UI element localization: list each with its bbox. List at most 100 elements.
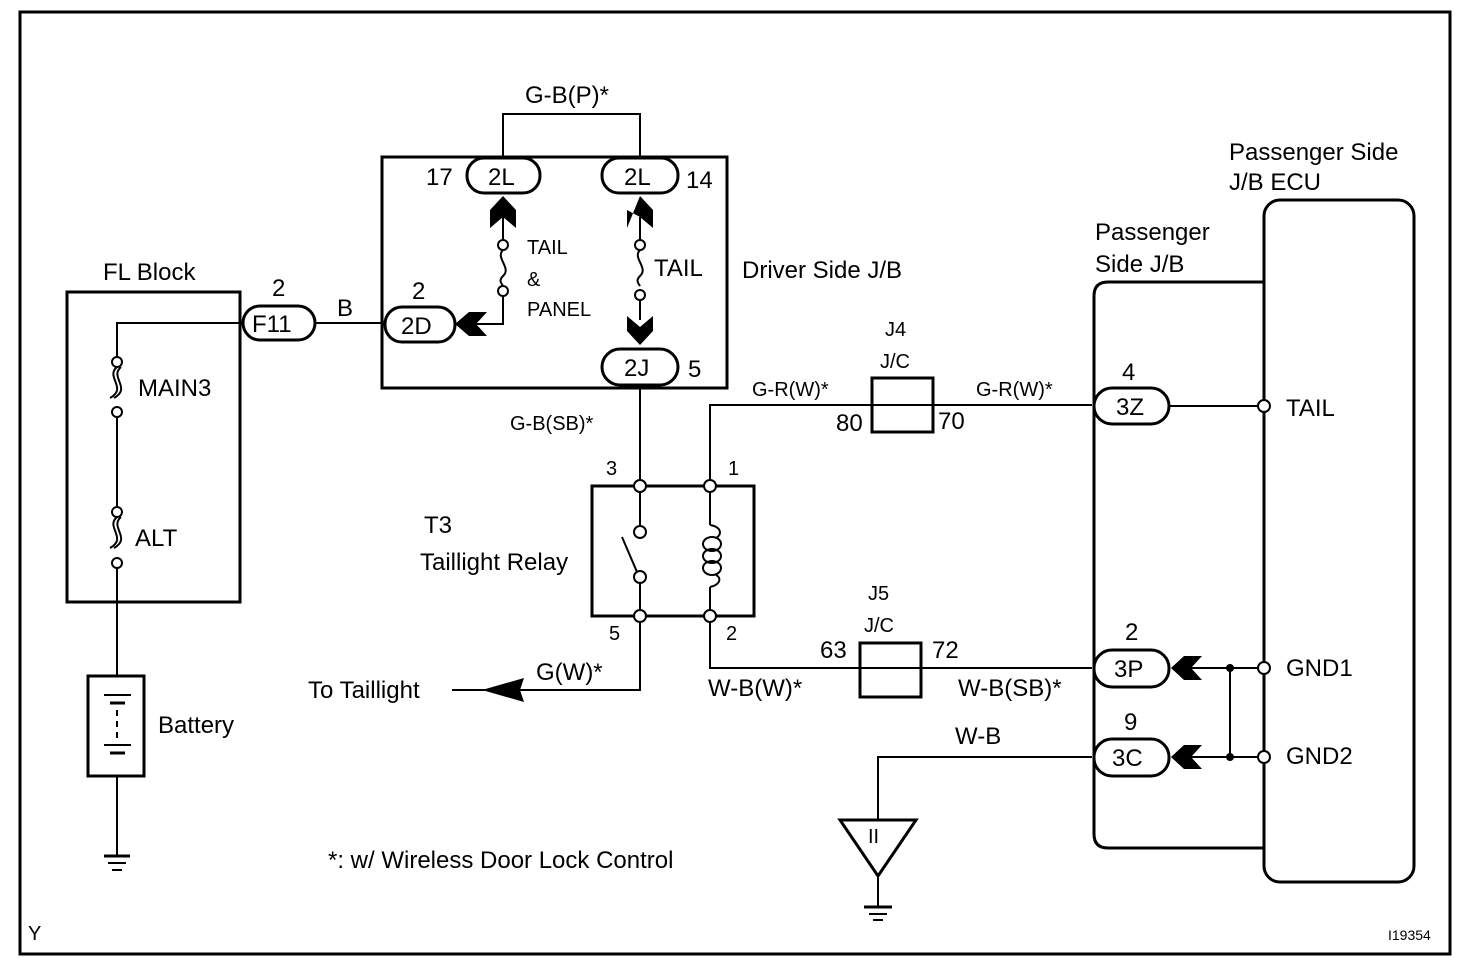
passenger-jb-title-1: Passenger — [1095, 219, 1210, 246]
driver-side-jb: Driver Side J/B G-B(P)* 2L 17 2L 14 TAIL… — [380, 82, 902, 390]
j4-pin-in: 80 — [836, 410, 863, 437]
connector-3z-pin: 4 — [1122, 359, 1135, 386]
j4-pin-out: 70 — [938, 408, 965, 435]
fl-block: FL Block MAIN3 ALT — [65, 259, 246, 677]
fuse-alt-label: ALT — [135, 525, 178, 552]
fuse-tail-panel-label-1: TAIL — [527, 237, 568, 259]
wire-label-wbw: W-B(W)* — [708, 675, 802, 702]
corner-mark: Y — [28, 923, 41, 945]
ground-point-icon: II — [837, 818, 919, 879]
footnote: *: w/ Wireless Door Lock Control — [328, 847, 673, 874]
connector-3p: 3P 2 — [1092, 619, 1171, 689]
diagram-frame — [18, 10, 1452, 956]
connector-2j-id: 2J — [624, 355, 649, 382]
wire-label-grw-2: G-R(W)* — [976, 379, 1053, 401]
battery: Battery — [86, 674, 234, 778]
connector-f11: F11 2 — [241, 275, 317, 342]
j5-id: J5 — [868, 583, 889, 605]
connector-3z: 3Z 4 — [1092, 359, 1171, 426]
j5-type: J/C — [864, 615, 894, 637]
connector-2d-pin: 2 — [412, 278, 425, 305]
fuse-tail-panel-icon — [499, 249, 507, 287]
arrow-left-icon — [455, 312, 487, 336]
connector-2d-id: 2D — [401, 313, 432, 340]
j5-pin-out: 72 — [932, 637, 959, 664]
relay-box — [590, 484, 756, 618]
relay-pin-2: 2 — [726, 623, 737, 645]
arrow-left-icon — [1171, 745, 1202, 769]
ecu-terminal-tail: TAIL — [1286, 395, 1335, 422]
driver-jb-box — [380, 155, 729, 390]
relay-pin-5: 5 — [609, 623, 620, 645]
fl-block-box — [65, 290, 242, 604]
fuse-tail-panel-label-2: & — [527, 269, 541, 291]
wire-label-b: B — [337, 295, 353, 322]
fuse-main3-label: MAIN3 — [138, 375, 211, 402]
relay-coil-icon — [702, 524, 722, 588]
j4-type: J/C — [880, 351, 910, 373]
junction-j5: J5 J/C 63 72 — [820, 583, 959, 699]
ground-point-label: II — [868, 826, 879, 848]
ground-icon — [864, 905, 892, 921]
connector-2l-14: 2L 14 — [600, 156, 713, 195]
connector-3c: 3C 9 — [1092, 709, 1171, 778]
ecu-box — [1262, 198, 1416, 884]
relay-switch-icon — [621, 536, 638, 573]
connector-2l-14-pin: 14 — [686, 167, 713, 194]
connector-2j: 2J 5 — [600, 347, 701, 387]
relay-id: T3 — [424, 512, 452, 539]
ecu-title-2: J/B ECU — [1229, 169, 1321, 196]
connector-3z-id: 3Z — [1116, 394, 1144, 421]
relay-pin-3: 3 — [606, 458, 617, 480]
arrow-up-icon — [627, 196, 653, 228]
ecu-terminal-gnd2: GND2 — [1286, 743, 1353, 770]
relay-name: Taillight Relay — [420, 549, 568, 576]
battery-icon — [104, 694, 131, 755]
j4-id: J4 — [885, 319, 906, 341]
driver-jb-title: Driver Side J/B — [742, 257, 902, 284]
connector-2d: 2D 2 — [383, 278, 457, 344]
wire-label-grw-1: G-R(W)* — [752, 379, 829, 401]
ecu-title-1: Passenger Side — [1229, 139, 1398, 166]
wire-label-wb: W-B — [955, 723, 1001, 750]
figure-id: I19354 — [1388, 927, 1431, 943]
to-taillight-label: To Taillight — [308, 677, 420, 704]
ecu-terminal-gnd1: GND1 — [1286, 655, 1353, 682]
taillight-relay: T3 Taillight Relay 3 1 5 2 — [420, 458, 756, 645]
fl-block-title: FL Block — [103, 259, 196, 286]
arrow-left-icon — [1171, 656, 1202, 680]
connector-3c-pin: 9 — [1124, 709, 1137, 736]
fuse-main3-icon — [109, 356, 123, 418]
passenger-jb-title-2: Side J/B — [1095, 251, 1184, 278]
arrow-left-icon — [482, 678, 524, 702]
ground-icon — [104, 854, 130, 871]
arrow-up-icon — [490, 196, 516, 228]
passenger-side-jb: Passenger Side J/B — [1092, 219, 1264, 850]
wire-label-gbp: G-B(P)* — [525, 82, 609, 109]
connector-3p-id: 3P — [1114, 656, 1143, 683]
connector-f11-pin: 2 — [272, 275, 285, 302]
wire-label-gw: G(W)* — [536, 659, 603, 686]
connector-2l-17-id: 2L — [488, 164, 515, 191]
connector-3p-pin: 2 — [1125, 619, 1138, 646]
passenger-jb-box — [1092, 280, 1264, 850]
fuse-tail-label: TAIL — [654, 255, 703, 282]
arrow-down-icon — [627, 316, 653, 345]
connector-2l-17-pin: 17 — [426, 164, 453, 191]
connector-2j-pin: 5 — [688, 356, 701, 383]
fuse-tail-panel-label-3: PANEL — [527, 299, 591, 321]
relay-pin-1: 1 — [728, 458, 739, 480]
connector-3c-id: 3C — [1112, 745, 1143, 772]
fl-internal-wire — [116, 322, 246, 358]
wire-label-wbsb: W-B(SB)* — [958, 675, 1062, 702]
fuse-alt-icon — [109, 506, 123, 569]
j5-pin-in: 63 — [820, 637, 847, 664]
connector-2l-17: 2L 17 — [426, 156, 542, 195]
fuse-tail-icon — [636, 249, 644, 287]
connector-2l-14-id: 2L — [624, 164, 651, 191]
battery-label: Battery — [158, 712, 234, 739]
wire-label-gbsb: G-B(SB)* — [510, 413, 594, 435]
passenger-side-jb-ecu: Passenger Side J/B ECU TAIL GND1 GND2 — [1229, 139, 1416, 884]
junction-j4: J4 J/C 80 70 — [836, 319, 965, 437]
